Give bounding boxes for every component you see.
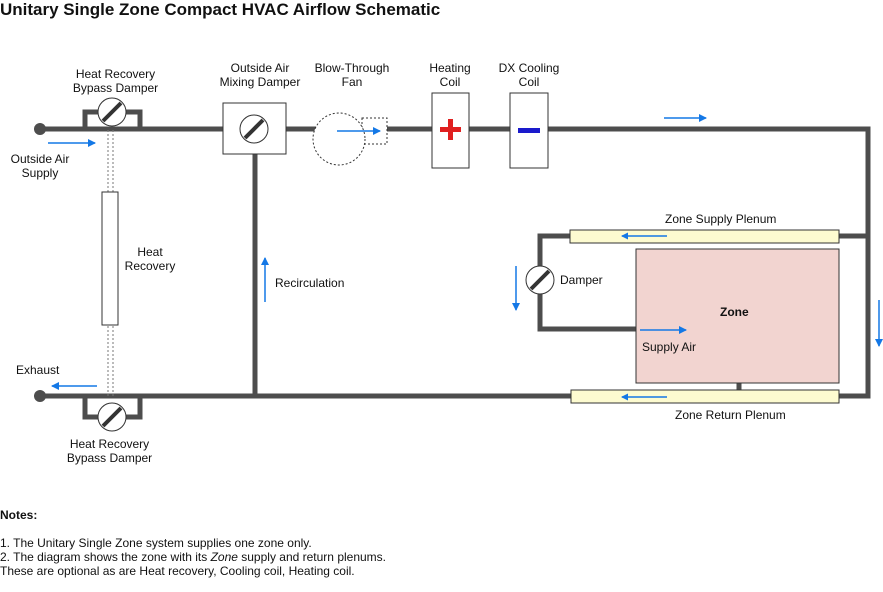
plus-icon — [440, 119, 461, 140]
note-2-text-rest: supply and return plenums. These are opt… — [0, 550, 387, 578]
hr-bypass-damper-top-label: Heat Recovery Bypass Damper — [72, 67, 159, 95]
minus-icon — [518, 128, 540, 133]
outside-air-mixing-damper — [222, 102, 287, 155]
zone-supply-plenum — [569, 229, 840, 244]
outside-air-inlet-node — [34, 123, 46, 135]
oa-mixing-damper-label: Outside Air Mixing Damper — [219, 61, 301, 89]
hr-bypass-damper-bottom-label: Heat Recovery Bypass Damper — [66, 437, 153, 465]
note-1: 1. The Unitary Single Zone system suppli… — [0, 536, 312, 550]
notes-section: Notes: 1. The Unitary Single Zone system… — [0, 508, 420, 578]
notes-heading: Notes: — [0, 508, 38, 522]
recirculation-label: Recirculation — [275, 276, 345, 290]
damper-icon — [525, 265, 555, 295]
page-title: Unitary Single Zone Compact HVAC Airflow… — [0, 0, 441, 19]
zone-supply-plenum-label: Zone Supply Plenum — [665, 212, 777, 226]
zone-return-plenum-label: Zone Return Plenum — [675, 408, 786, 422]
dx-cooling-coil-label: DX Cooling Coil — [498, 61, 560, 89]
damper-icon — [97, 97, 127, 127]
zone-box — [635, 248, 840, 384]
damper-label: Damper — [560, 273, 603, 287]
zone-label: Zone — [720, 305, 749, 319]
note-2-emphasis: Zone — [210, 550, 238, 564]
fan-icon — [312, 112, 388, 166]
fan-label: Blow-Through Fan — [314, 61, 390, 89]
outside-air-supply-label: Outside Air Supply — [10, 152, 70, 180]
heating-coil-label: Heating Coil — [429, 61, 471, 89]
heat-recovery-label: Heat Recovery — [124, 245, 176, 273]
flow-arrows — [48, 114, 883, 401]
zone-return-plenum — [570, 389, 840, 404]
dx-cooling-coil — [509, 92, 549, 169]
heat-recovery-exchanger — [101, 130, 119, 396]
note-2-text: 2. The diagram shows the zone with its — [0, 550, 211, 564]
damper-icon — [239, 114, 269, 144]
note-2: 2. The diagram shows the zone with its Z… — [0, 550, 420, 578]
exhaust-label: Exhaust — [16, 363, 60, 377]
exhaust-outlet-node — [34, 390, 46, 402]
heating-coil — [431, 92, 470, 169]
supply-air-label: Supply Air — [642, 340, 697, 354]
damper-icon — [97, 402, 127, 432]
